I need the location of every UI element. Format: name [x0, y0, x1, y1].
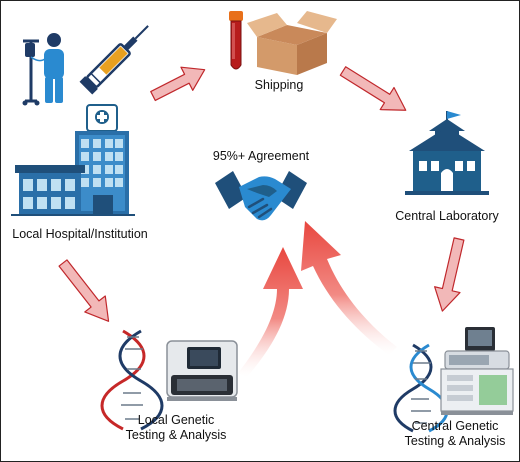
handshake-icon: [215, 171, 307, 221]
dna-helix-icon: [100, 329, 164, 431]
central-testing-line-1: Central Genetic: [411, 419, 499, 433]
shipping-label: Shipping: [254, 78, 304, 92]
arrow-lab-to-central-testing: [434, 237, 465, 312]
central-testing-line-2: Testing & Analysis: [404, 434, 506, 448]
agreement-label: 95%+ Agreement: [212, 149, 310, 163]
hospital-building-icon: [11, 104, 135, 216]
central-testing-label: Central Genetic Testing & Analysis: [393, 419, 517, 449]
sequencer-icon: [166, 340, 238, 401]
arrow-local-to-agreement: [238, 247, 303, 377]
syringe-icon: [79, 25, 149, 95]
central-laboratory-label: Central Laboratory: [395, 209, 499, 223]
arrow-hospital-to-local-testing: [58, 259, 110, 322]
arrow-hospital-to-shipping: [150, 66, 206, 102]
patient-iv-icon: [22, 33, 64, 106]
local-testing-label: Local Genetic Testing & Analysis: [101, 413, 251, 443]
local-testing-line-2: Testing & Analysis: [125, 428, 227, 442]
blood-tube-icon: [229, 11, 243, 70]
local-hospital-label: Local Hospital/Institution: [12, 227, 148, 241]
arrow-central-to-agreement: [301, 221, 397, 355]
local-testing-line-1: Local Genetic: [137, 413, 215, 427]
dna-helix-icon: [393, 343, 449, 433]
school-building-icon: [405, 111, 489, 195]
shipping-box-icon: [247, 11, 337, 75]
arrow-shipping-to-lab: [339, 66, 407, 111]
lab-instrument-icon: [440, 327, 514, 415]
